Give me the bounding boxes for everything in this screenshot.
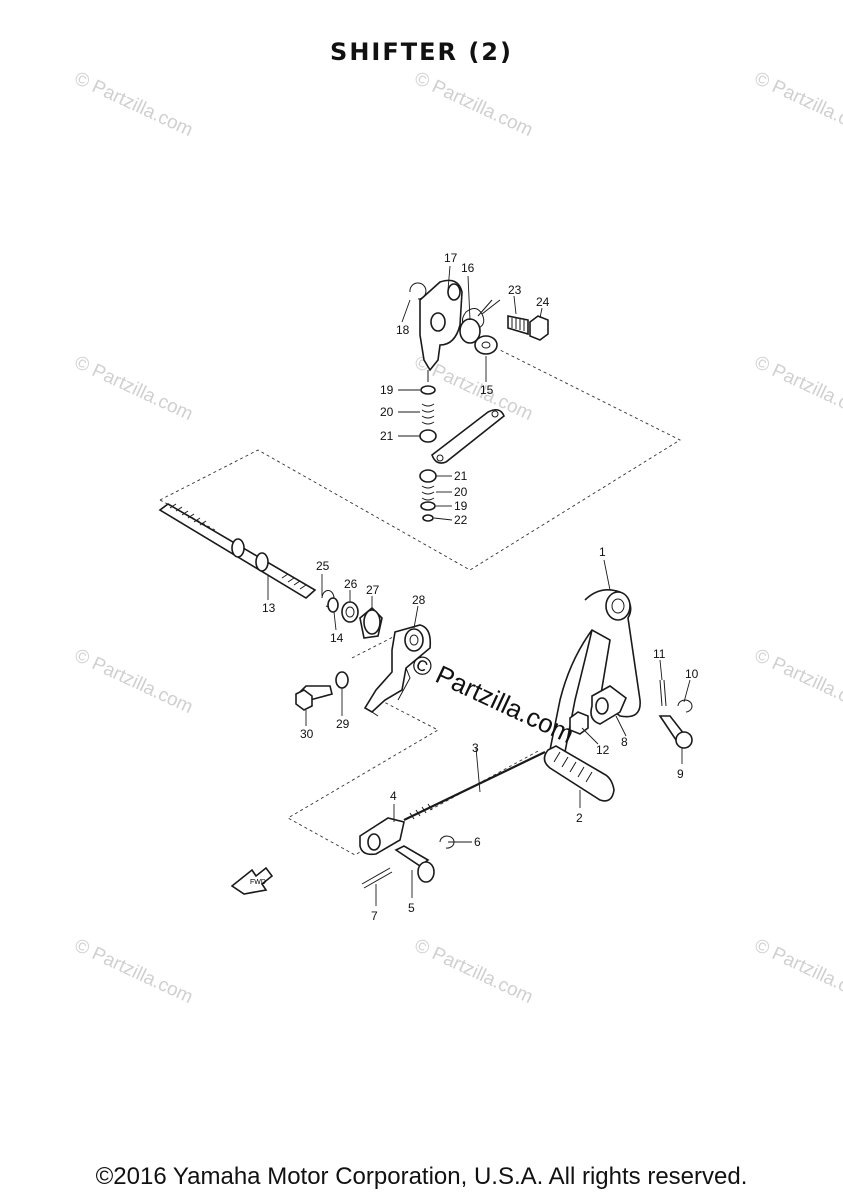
callout-8: 8: [621, 735, 628, 749]
callout-12: 12: [596, 743, 610, 757]
callout-24: 24: [536, 295, 550, 309]
callout-15: 15: [480, 383, 494, 397]
fwd-arrow-icon: FWD: [230, 866, 274, 895]
callout-11: 11: [653, 647, 666, 661]
callout-26: 26: [344, 577, 358, 591]
callout-14: 14: [330, 631, 344, 645]
callout-13: 13: [262, 601, 276, 615]
callout-5: 5: [408, 901, 415, 915]
callout-leaders: [267, 265, 691, 906]
shift-shaft-assembly: [158, 503, 432, 717]
fwd-label: FWD: [250, 879, 266, 886]
callout-21: 21: [380, 429, 394, 443]
upper-linkage: [409, 279, 549, 522]
callout-7: 7: [371, 909, 378, 923]
callout-16: 16: [461, 261, 475, 275]
callout-27: 27: [366, 583, 380, 597]
callout-2: 2: [576, 811, 583, 825]
callout-9: 9: [677, 767, 684, 781]
callout-25: 25: [316, 559, 330, 573]
callout-6: 6: [474, 835, 481, 849]
callout-labels: 1 2 3 4 5 6 7 8 9 10 11 12 13 14 15 16 1…: [262, 251, 699, 923]
callout-20b: 20: [454, 485, 468, 499]
diagram-title: SHIFTER (2): [330, 38, 513, 66]
callout-28: 28: [412, 593, 426, 607]
callout-10: 10: [685, 667, 699, 681]
callout-18: 18: [396, 323, 410, 337]
callout-17: 17: [444, 251, 458, 265]
shift-pedal-assembly: [359, 589, 693, 889]
callout-21b: 21: [454, 469, 468, 483]
callout-4: 4: [390, 789, 397, 803]
copyright-notice: ©2016 Yamaha Motor Corporation, U.S.A. A…: [95, 1163, 748, 1190]
callout-3: 3: [472, 741, 479, 755]
callout-22: 22: [454, 513, 468, 527]
callout-19: 19: [380, 383, 394, 397]
callout-20: 20: [380, 405, 394, 419]
callout-30: 30: [300, 727, 314, 741]
callout-23: 23: [508, 283, 522, 297]
callout-29: 29: [336, 717, 350, 731]
callout-1: 1: [599, 545, 606, 559]
callout-19b: 19: [454, 499, 468, 513]
